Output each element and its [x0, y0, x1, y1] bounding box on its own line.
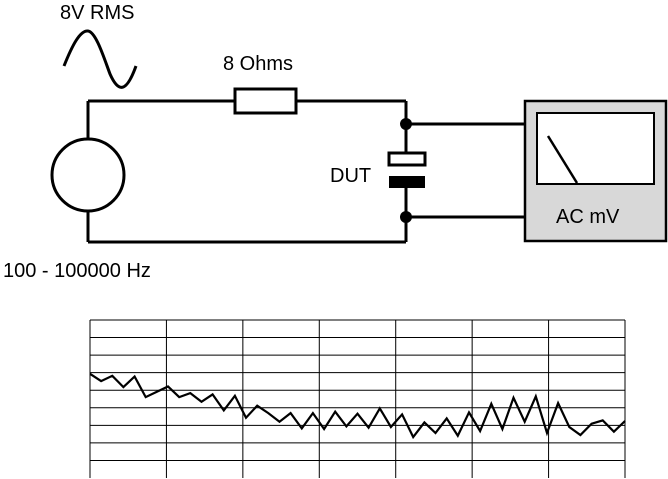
resistor-label: 8 Ohms: [223, 53, 293, 75]
meter-label: AC mV: [556, 206, 620, 228]
dut-label: DUT: [330, 165, 371, 187]
response-trace: [89, 372, 626, 440]
ac-millivoltmeter: AC mV: [523, 99, 668, 243]
junction-dot-bottom: [400, 211, 412, 223]
ac-source-symbol: [50, 137, 126, 213]
sine-wave-icon: [62, 29, 138, 89]
dut-plate-top: [387, 151, 427, 167]
frequency-range-label: 100 - 100000 Hz: [3, 260, 151, 282]
meter-needle: [546, 135, 579, 184]
chart-grid: [89, 319, 626, 478]
resistor-symbol: [233, 87, 298, 115]
junction-dot-top: [400, 118, 412, 130]
circuit-wiring: [86, 99, 525, 244]
response-chart: [89, 319, 626, 478]
source-amplitude-label: 8V RMS: [60, 2, 134, 24]
dut-plate-bottom: [389, 176, 425, 188]
